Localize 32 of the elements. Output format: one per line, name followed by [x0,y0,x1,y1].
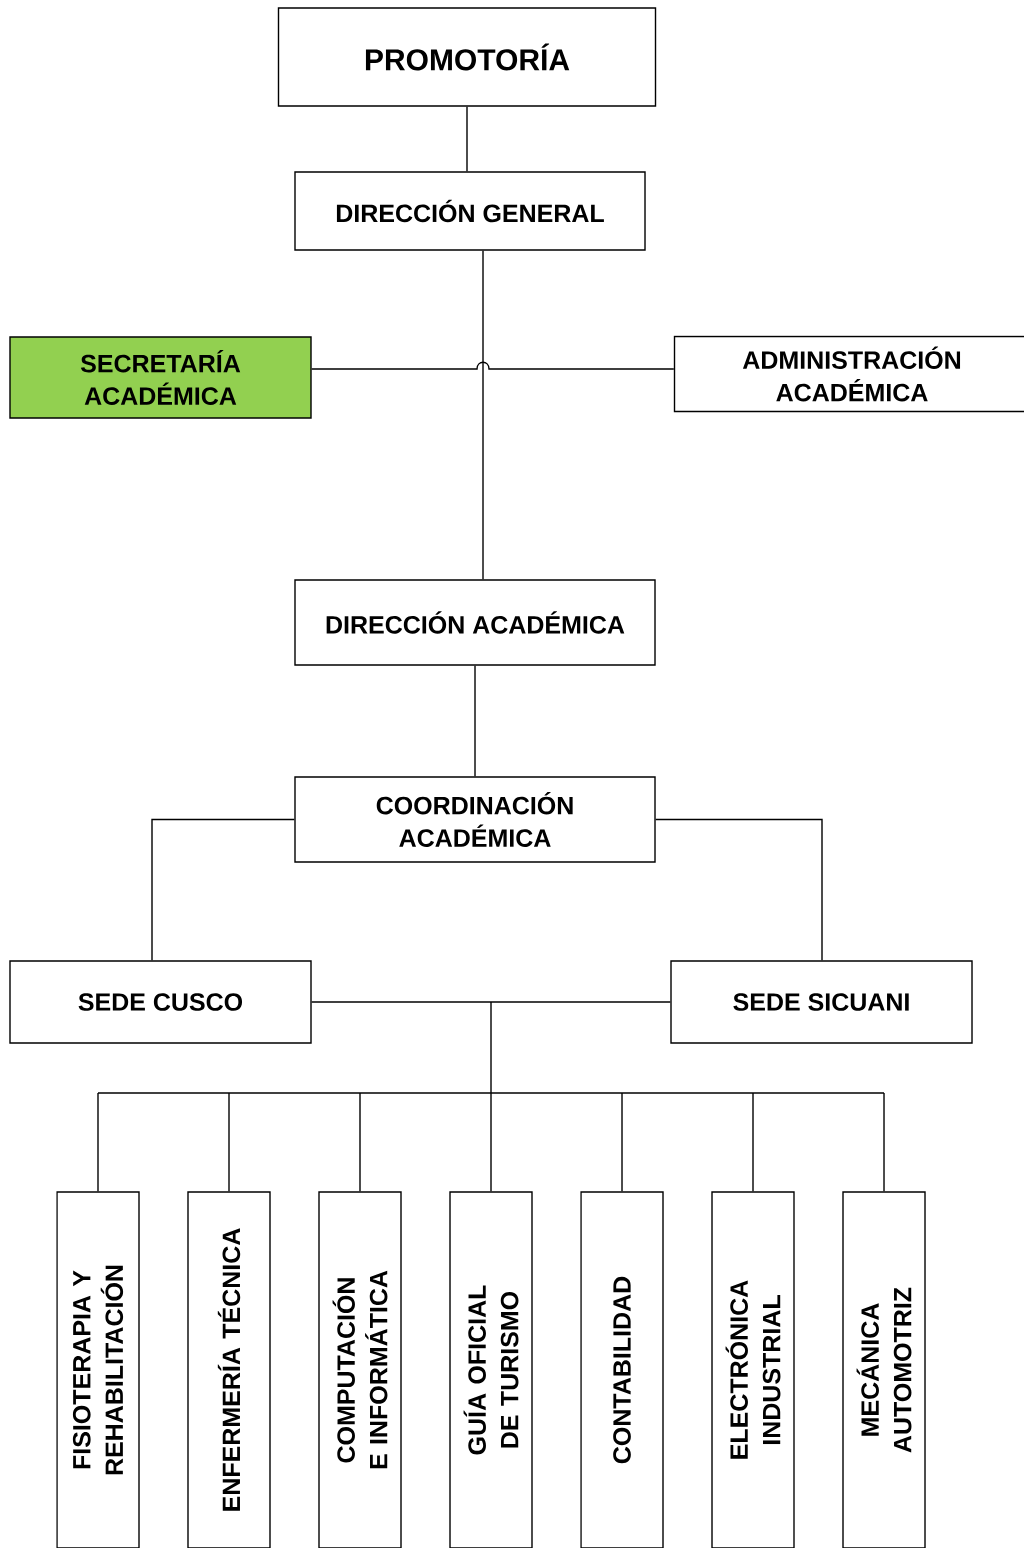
org-box: SEDE CUSCO [9,960,312,1044]
connector-line [466,106,468,172]
org-box: ADMINISTRACIÓN ACADÉMICA [673,335,1024,413]
connector-line [311,361,675,370]
org-box: CONTABILIDAD [580,1191,664,1548]
connector-line [655,818,823,961]
connector-line [490,1001,492,1094]
connector-line [97,1092,885,1094]
connector-line [151,818,295,961]
connector-line [228,1092,230,1192]
connector-line [311,1001,492,1003]
connector-line [490,1092,492,1192]
org-box: MECÁNICA AUTOMOTRIZ [842,1191,926,1548]
connector-line [359,1092,361,1192]
org-box: DIRECCIÓN ACADÉMICA [294,579,656,666]
connector-line [883,1092,885,1192]
org-box: COORDINACIÓN ACADÉMICA [294,776,656,863]
org-box: DIRECCIÓN GENERAL [294,171,646,251]
org-box: GUÍA OFICIAL DE TURISMO [449,1191,533,1548]
connector-line [97,1092,99,1192]
connector-line [752,1092,754,1192]
org-box: ENFERMERÍA TÉCNICA [187,1191,271,1548]
connector-line [490,1001,671,1003]
org-box: SEDE SICUANI [670,960,973,1044]
org-box: ELECTRÓNICA INDUSTRIAL [711,1191,795,1548]
org-box: SECRETARÍA ACADÉMICA [9,336,312,419]
connector-line [621,1092,623,1192]
org-box: COMPUTACIÓN E INFORMÁTICA [318,1191,402,1548]
org-box: PROMOTORÍA [277,7,657,107]
connector-line [474,665,476,777]
org-box: FISIOTERAPIA Y REHABILITACIÓN [56,1191,140,1548]
connector-line [482,250,484,580]
